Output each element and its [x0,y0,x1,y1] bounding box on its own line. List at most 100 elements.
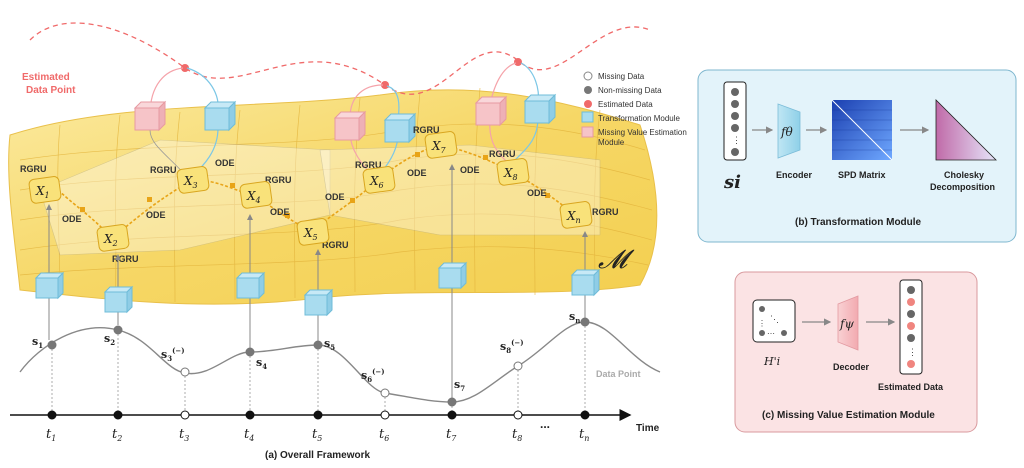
legend-missing-marker [583,71,593,81]
latent-node-7: X7 [424,131,458,159]
transformation-module-caption: (b) Transformation Module [795,217,922,228]
decoder-symbol: fψ [839,317,854,331]
latent-node-1: X1 [28,176,62,204]
svg-text:⋮: ⋮ [758,319,766,328]
estimated-point-label-2: Data Point [26,85,76,96]
non-missing-point [47,340,57,350]
sample-label: s7 [454,378,465,393]
missing-point [180,367,190,377]
svg-text:⋱: ⋱ [770,314,779,324]
blue-cube [203,100,237,132]
cholesky-triangle [935,99,997,161]
pink-cube [133,100,167,132]
non-missing-point [245,347,255,357]
time-tick [113,410,123,420]
time-tick [47,410,57,420]
non-missing-point [113,325,123,335]
legend: Missing Data Non-missing Data Estimated … [581,71,687,147]
estimated-dashed-curve [29,22,651,95]
svg-text:ODE: ODE [460,165,480,175]
time-tick [313,410,323,420]
encoder-symbol: fθ [780,125,793,139]
legend-estimation-label-2: Module [598,138,625,147]
cholesky-label-2: Decomposition [930,182,995,192]
overall-framework-panel: 𝓜 Estimated Data Point [8,22,661,461]
sample-label: s1 [32,335,43,350]
time-tick-label: tn [579,427,589,443]
time-tick [513,410,523,420]
svg-text:ODE: ODE [407,168,427,178]
hidden-state-label: H'i [763,355,780,368]
trajectory-dots [80,152,550,218]
operation-labels: RGRU RGRU RGRU RGRU RGRU RGRU RGRU RGRU … [20,125,619,264]
time-tick [245,410,255,420]
time-tick-label: t6 [379,427,389,443]
svg-text:ODE: ODE [62,214,82,224]
input-vector-dots [731,88,739,156]
lower-cubes [34,261,601,317]
blue-cube [437,261,468,290]
legend-estimation-label-1: Missing Value Estimation [598,128,687,137]
estimated-data-label: Estimated Data [878,382,944,392]
cholesky-label-1: Cholesky [944,170,984,180]
pink-cube [474,95,508,127]
blue-cube [570,268,601,297]
svg-text:RGRU: RGRU [20,164,47,174]
time-tick-label: t3 [179,427,189,443]
time-tick-label: t7 [446,427,457,443]
legend-transformation-label: Transformation Module [598,114,681,123]
time-tick-label: t2 [112,427,122,443]
svg-text:ODE: ODE [527,188,547,198]
legend-present-label: Non-missing Data [598,86,662,95]
svg-text:ODE: ODE [325,192,345,202]
time-tick-label: t4 [244,427,254,443]
latent-trajectory [57,144,576,240]
manifold-surface [8,89,658,305]
svg-text:ODE: ODE [146,210,166,220]
estimated-point-label-1: Estimated [22,72,70,83]
missing-point [380,388,390,398]
blue-cube [34,271,65,300]
svg-text:RGRU: RGRU [355,160,382,170]
legend-present-marker [584,86,592,94]
svg-text:RGRU: RGRU [265,175,292,185]
svg-text:RGRU: RGRU [112,254,139,264]
legend-missing-label: Missing Data [598,72,645,81]
missing-point [513,361,523,371]
svg-text:⋮: ⋮ [732,135,741,145]
missing-value-caption: (c) Missing Value Estimation Module [762,410,935,421]
blue-cube [523,93,557,125]
time-tick-label: t5 [312,427,322,443]
sample-label: s3(−) [161,346,185,363]
svg-text:RGRU: RGRU [150,165,177,175]
time-tick [447,410,457,420]
time-axis-label: Time [636,423,660,434]
svg-text:RGRU: RGRU [489,149,516,159]
time-tick-label: t8 [512,427,522,443]
spd-matrix [831,99,893,161]
output-vector-dots [907,286,915,368]
svg-text:ODE: ODE [270,207,290,217]
non-missing-point [580,317,590,327]
latent-node-2: X2 [96,224,130,252]
sample-label: s4 [256,356,267,371]
latent-node-9: Xn [559,201,593,229]
blue-cube [103,285,134,314]
latent-node-6: X6 [362,166,396,194]
svg-text:ODE: ODE [215,158,235,168]
estimated-point [514,58,522,66]
sample-label: s8(−) [500,338,524,355]
data-point-label: Data Point [596,369,641,379]
time-tick [580,410,590,420]
non-missing-point [313,340,323,350]
non-missing-point [447,397,457,407]
decoder-label: Decoder [833,362,870,372]
encoder-label: Encoder [776,170,813,180]
overall-framework-caption: (a) Overall Framework [265,450,370,461]
latent-node-4: X4 [239,181,273,209]
sample-label: s2 [104,332,115,347]
decoder-block [837,295,859,351]
encoder-block [777,103,801,159]
